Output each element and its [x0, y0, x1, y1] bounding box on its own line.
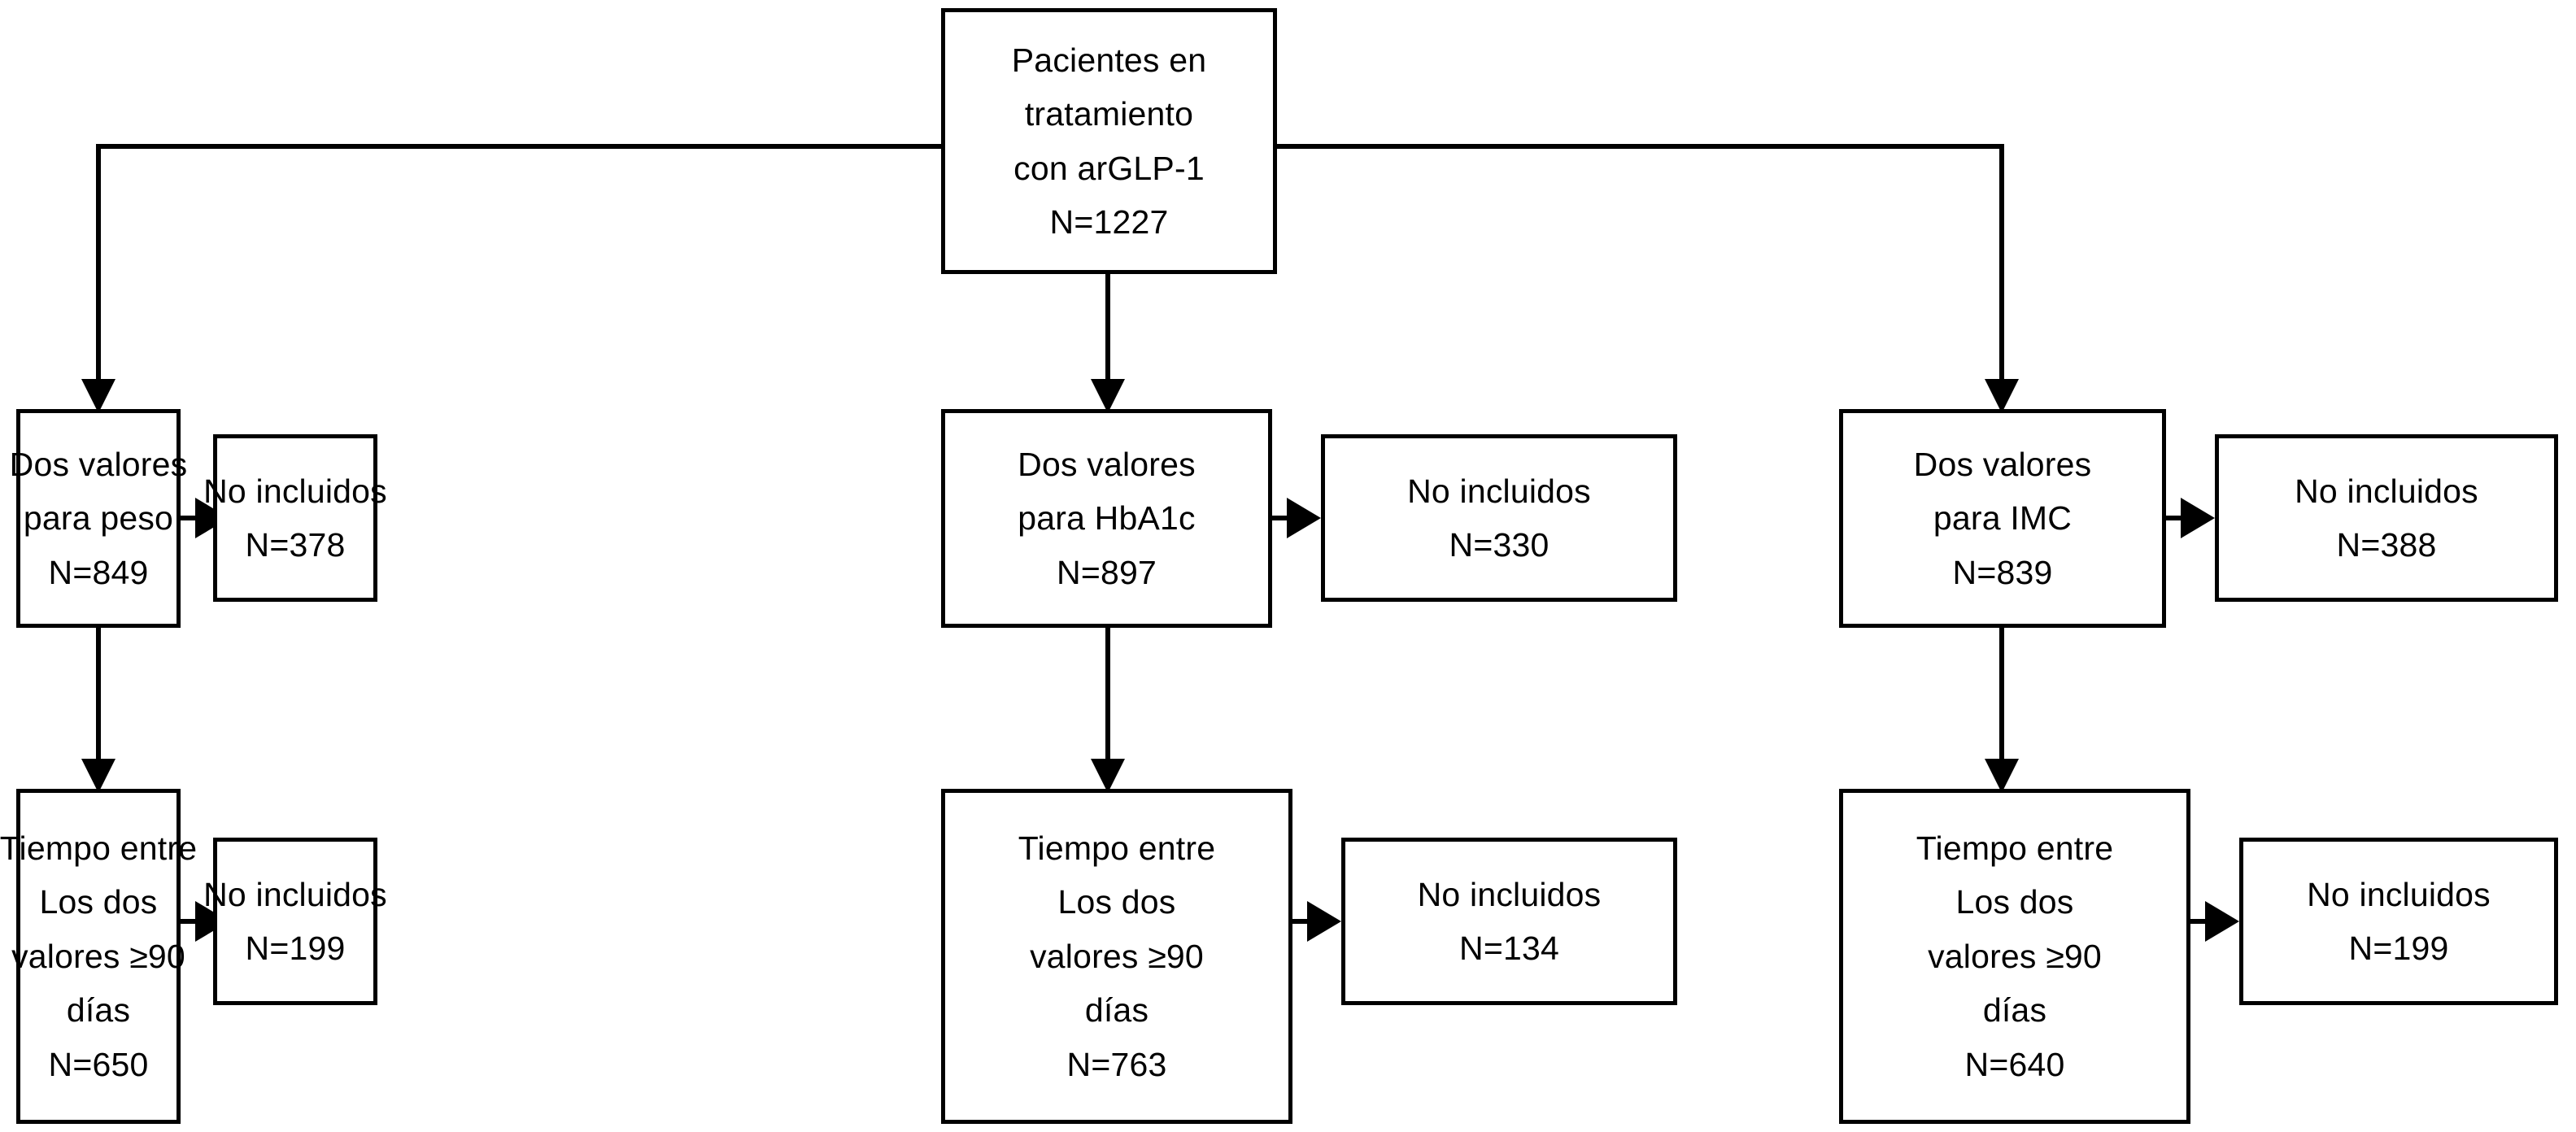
node-line: N=199: [245, 930, 346, 967]
node-line: Los dos: [39, 883, 158, 921]
node-tiempo-entre-imc[interactable]: Tiempo entre Los dos valores ≥90 días N=…: [1839, 789, 2190, 1124]
node-line: N=897: [1057, 553, 1157, 591]
arrowhead-root-to-imc: [1985, 379, 2019, 413]
arrowhead-imc-to-excluded: [2181, 498, 2215, 538]
node-line: Dos valores: [9, 445, 188, 483]
node-line: días: [1084, 991, 1149, 1030]
arrowhead-root-to-hba1c: [1091, 379, 1125, 413]
node-tiempo-entre-hba1c[interactable]: Tiempo entre Los dos valores ≥90 días N=…: [941, 789, 1292, 1124]
node-line: días: [66, 991, 131, 1030]
node-line: No incluidos: [2295, 472, 2478, 510]
arrowhead-peso-to-tiempo: [81, 759, 116, 793]
arrowhead-tiempo-imc-to-excluded: [2205, 901, 2239, 942]
node-tiempo-entre-peso[interactable]: Tiempo entre Los dos valores ≥90 días N=…: [0, 789, 197, 1124]
arrowhead-imc-to-tiempo: [1985, 759, 2019, 793]
node-line: N=640: [1964, 1045, 2065, 1083]
node-line: días: [1982, 991, 2047, 1030]
arrowhead-tiempo-hba1c-to-excluded: [1307, 901, 1341, 942]
node-line: N=839: [1952, 553, 2053, 591]
node-line: N=650: [48, 1045, 149, 1083]
connector-root-to-imc: [1277, 144, 2004, 389]
node-line: N=330: [1449, 526, 1550, 564]
node-line: Tiempo entre: [0, 829, 198, 867]
arrowhead-hba1c-to-excluded: [1287, 498, 1321, 538]
node-line: valores ≥90: [1928, 937, 2102, 975]
node-dos-valores-hba1c[interactable]: Dos valores para HbA1c N=897: [941, 409, 1272, 628]
node-line: Tiempo entre: [1018, 829, 1216, 867]
arrowhead-tiempo-peso-to-excluded: [195, 901, 229, 942]
connector-root-to-peso: [96, 144, 941, 389]
node-no-incluidos-tiempo-imc[interactable]: No incluidos N=199: [2239, 838, 2558, 1005]
arrowhead-hba1c-to-tiempo: [1091, 759, 1125, 793]
node-line: para peso: [23, 499, 174, 538]
node-line: Los dos: [1955, 883, 2074, 921]
node-line: Pacientes en: [1011, 41, 1207, 79]
node-line: valores ≥90: [11, 937, 185, 975]
node-line: tratamiento: [1024, 95, 1194, 133]
node-line: No incluidos: [1417, 875, 1602, 913]
node-line: para IMC: [1933, 499, 2073, 538]
node-line: N=763: [1066, 1045, 1167, 1083]
node-pacientes-arglp1[interactable]: Pacientes en tratamiento con arGLP-1 N=1…: [941, 8, 1277, 274]
node-line: N=378: [245, 526, 346, 564]
node-line: N=134: [1459, 930, 1559, 967]
node-line: No incluidos: [1407, 472, 1591, 510]
arrowhead-root-to-peso: [81, 379, 116, 413]
node-line: N=199: [2348, 930, 2449, 967]
node-line: N=1227: [1049, 202, 1169, 241]
node-line: Tiempo entre: [1916, 829, 2114, 867]
node-no-incluidos-peso[interactable]: No incluidos N=378: [203, 434, 387, 602]
node-line: N=388: [2336, 526, 2437, 564]
node-line: No incluidos: [203, 472, 387, 510]
node-line: para HbA1c: [1018, 499, 1196, 538]
node-dos-valores-imc[interactable]: Dos valores para IMC N=839: [1839, 409, 2166, 628]
arrowhead-peso-to-excluded: [195, 498, 229, 538]
node-line: Dos valores: [1913, 445, 2092, 483]
node-line: No incluidos: [203, 875, 387, 913]
node-line: valores ≥90: [1030, 937, 1204, 975]
node-line: Los dos: [1057, 883, 1176, 921]
node-no-incluidos-hba1c[interactable]: No incluidos N=330: [1321, 434, 1677, 602]
node-no-incluidos-tiempo-peso[interactable]: No incluidos N=199: [203, 838, 387, 1005]
node-line: No incluidos: [2307, 875, 2491, 913]
node-line: N=849: [48, 553, 149, 591]
node-line: con arGLP-1: [1013, 149, 1205, 187]
node-no-incluidos-imc[interactable]: No incluidos N=388: [2215, 434, 2558, 602]
node-no-incluidos-tiempo-hba1c[interactable]: No incluidos N=134: [1341, 838, 1677, 1005]
node-line: Dos valores: [1018, 445, 1196, 483]
node-dos-valores-peso[interactable]: Dos valores para peso N=849: [10, 409, 187, 628]
